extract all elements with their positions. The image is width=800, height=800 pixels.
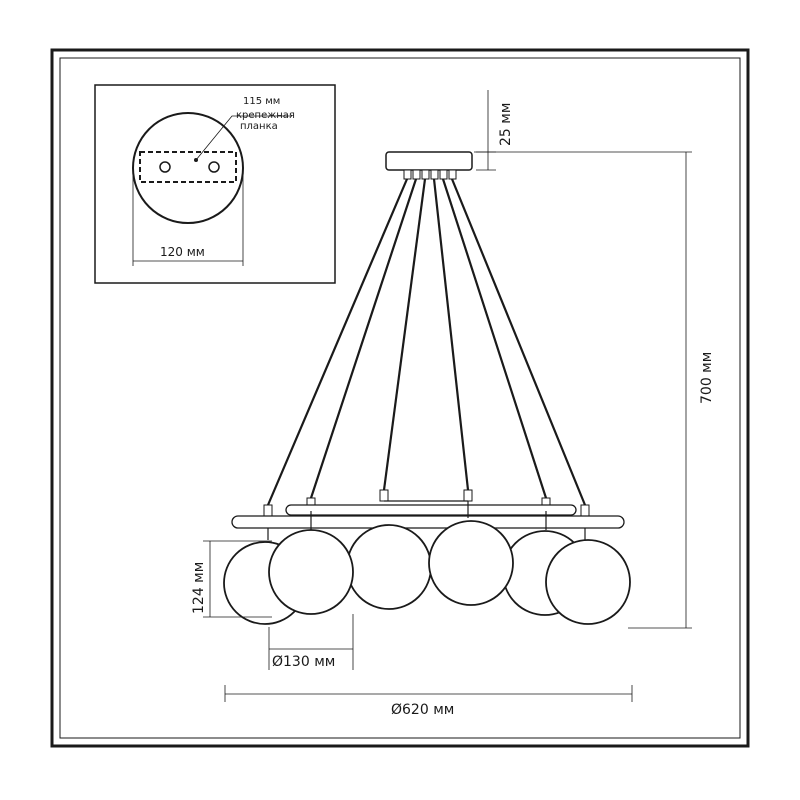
plate-width-label: 115 мм <box>243 96 280 107</box>
shade-center-left <box>346 524 432 610</box>
plate-name-line2: планка <box>240 121 278 132</box>
shade-height-label: 124 мм <box>191 562 207 614</box>
outer-frame <box>50 48 750 748</box>
inset-frame <box>94 84 336 284</box>
canopy-height-label: 25 мм <box>498 103 514 146</box>
screw-hole-right <box>208 161 220 173</box>
shade-diameter-label: Ø130 мм <box>272 654 335 670</box>
plate-name-line1: крепежная <box>236 110 295 121</box>
back-frame-bar <box>285 504 577 516</box>
canopy <box>385 151 473 171</box>
socket-holders <box>267 501 586 540</box>
plate-leader-line <box>195 115 292 161</box>
inner-frame <box>59 57 741 739</box>
cable-connectors <box>403 169 457 180</box>
shade-front-right <box>545 539 631 625</box>
mounting-plate <box>139 151 237 183</box>
dimension-lines <box>203 90 692 702</box>
overall-diameter-label: Ø620 мм <box>391 702 454 718</box>
canopy-top-view <box>132 112 244 224</box>
shade-center-right <box>428 520 514 606</box>
suspension-cables <box>266 178 587 506</box>
screw-hole-left <box>159 161 171 173</box>
front-frame-bar <box>231 515 625 529</box>
chandelier-side-view <box>223 151 631 625</box>
total-height-label: 700 мм <box>699 352 715 404</box>
mounting-detail-inset: 115 мм крепежная планка 120 мм <box>94 84 336 284</box>
glass-shades <box>223 520 631 625</box>
canopy-diameter-label: 120 мм <box>160 245 205 259</box>
shade-front-left <box>268 529 354 615</box>
